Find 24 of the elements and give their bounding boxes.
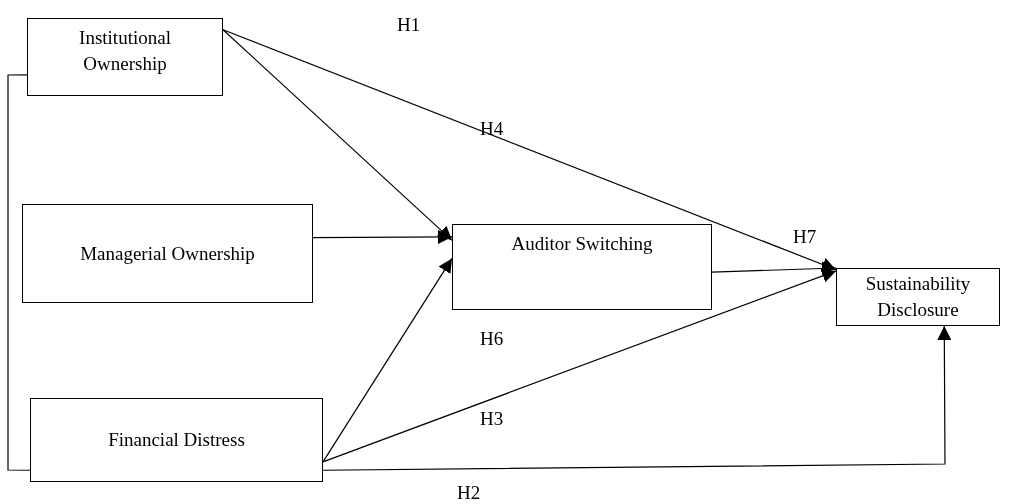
variable-name: Auditor Switching (511, 232, 653, 256)
variable-box (27, 18, 223, 96)
variable-box (452, 224, 712, 310)
connector-line (7, 74, 31, 471)
variable-box (22, 204, 313, 303)
hypothesis-label: H3 (480, 408, 504, 430)
hypothesis-label: H4 (480, 118, 504, 140)
hypothesis-label: H1 (397, 14, 421, 36)
arrow (222, 29, 453, 241)
arrow (312, 230, 453, 244)
variable-name: Sustainability Disclosure (864, 272, 972, 322)
variable-name: Financial Distress (108, 428, 245, 453)
variable-box (30, 398, 323, 482)
arrow (322, 325, 952, 471)
arrow (322, 257, 453, 463)
variable-name: Institutional Ownership (78, 26, 172, 76)
variable-box (836, 268, 1000, 326)
arrow (322, 269, 837, 463)
hypothesis-label: H6 (480, 328, 504, 350)
hypothesis-label: H2 (457, 482, 481, 504)
arrow (711, 261, 837, 276)
arrow (222, 29, 837, 272)
hypothesis-label: H7 (793, 226, 817, 248)
variable-name: Managerial Ownership (80, 241, 255, 266)
